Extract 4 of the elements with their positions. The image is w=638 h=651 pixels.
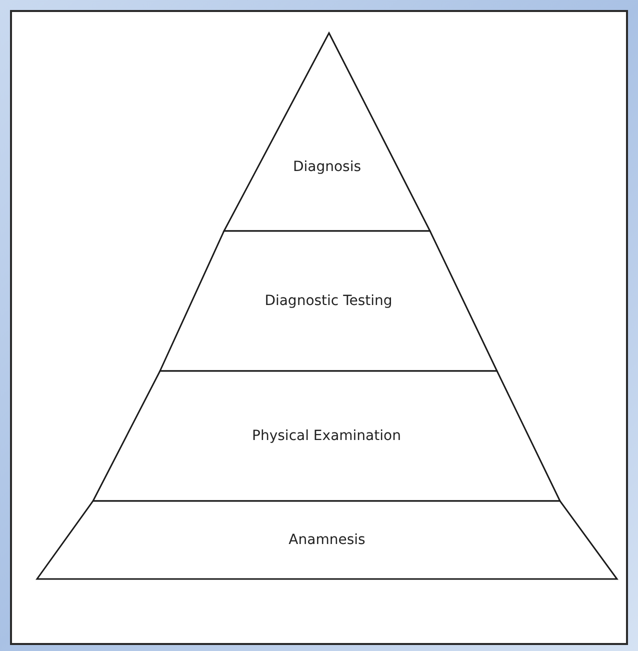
level-label: Diagnosis <box>292 159 362 175</box>
level-label: Physical Examination <box>252 428 401 444</box>
level-label: Diagnostic Testing <box>264 293 392 309</box>
level-label: Anamnesis <box>288 532 366 548</box>
